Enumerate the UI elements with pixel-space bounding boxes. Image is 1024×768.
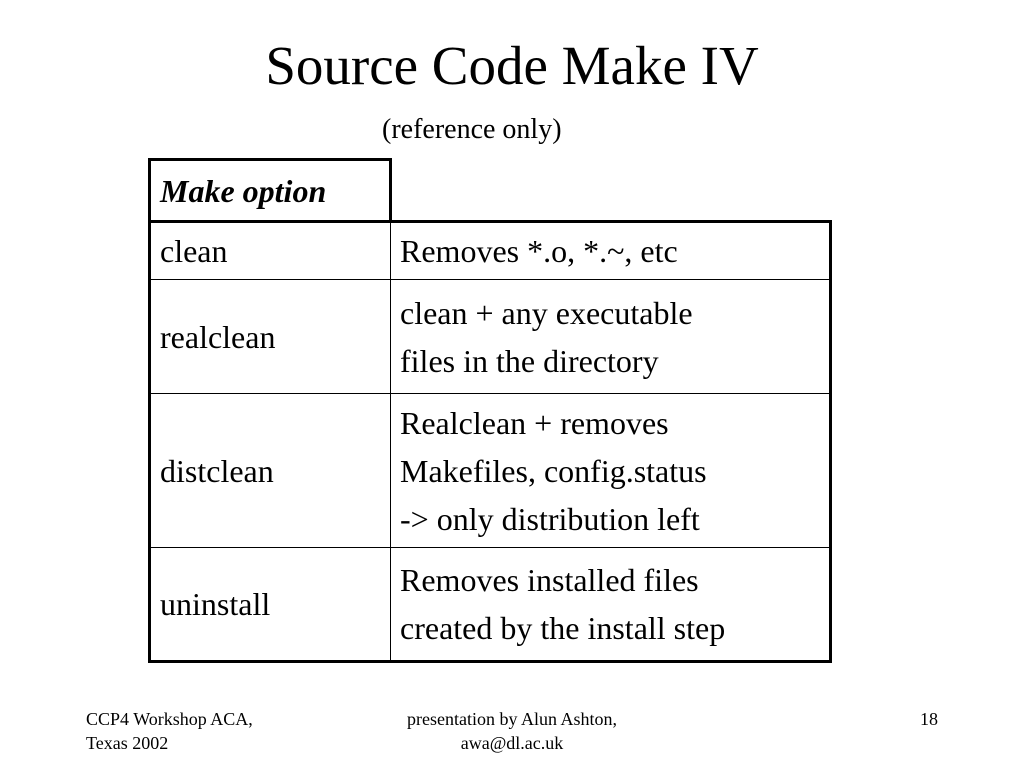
table-row: realclean clean + any executable files i… bbox=[148, 279, 832, 394]
table-header-row: Make option bbox=[148, 158, 831, 223]
table-header-make-option: Make option bbox=[148, 158, 392, 223]
table-row: uninstall Removes installed files create… bbox=[148, 547, 832, 663]
option-description-cell: clean + any executable files in the dire… bbox=[390, 279, 832, 394]
footer-presenter: presentation by Alun Ashton, awa@dl.ac.u… bbox=[407, 709, 617, 753]
make-options-table: Make option clean Removes *.o, *.~, etc … bbox=[148, 158, 832, 663]
table-row: clean Removes *.o, *.~, etc bbox=[148, 221, 832, 280]
option-name-cell: realclean bbox=[148, 279, 391, 394]
footer-event: CCP4 Workshop ACA, Texas 2002 bbox=[86, 709, 253, 753]
option-description-cell: Realclean + removes Makefiles, config.st… bbox=[390, 393, 832, 548]
slide-subtitle: (reference only) bbox=[382, 114, 562, 145]
option-description-cell: Removes installed files created by the i… bbox=[390, 547, 832, 663]
page-number: 18 bbox=[920, 709, 938, 729]
table-header-empty bbox=[390, 159, 831, 223]
option-name-cell: uninstall bbox=[148, 547, 391, 663]
option-name-cell: distclean bbox=[148, 393, 391, 548]
option-name-cell: clean bbox=[148, 221, 391, 280]
table-row: distclean Realclean + removes Makefiles,… bbox=[148, 393, 832, 548]
slide-title: Source Code Make IV bbox=[265, 35, 759, 96]
option-description-cell: Removes *.o, *.~, etc bbox=[390, 221, 832, 280]
